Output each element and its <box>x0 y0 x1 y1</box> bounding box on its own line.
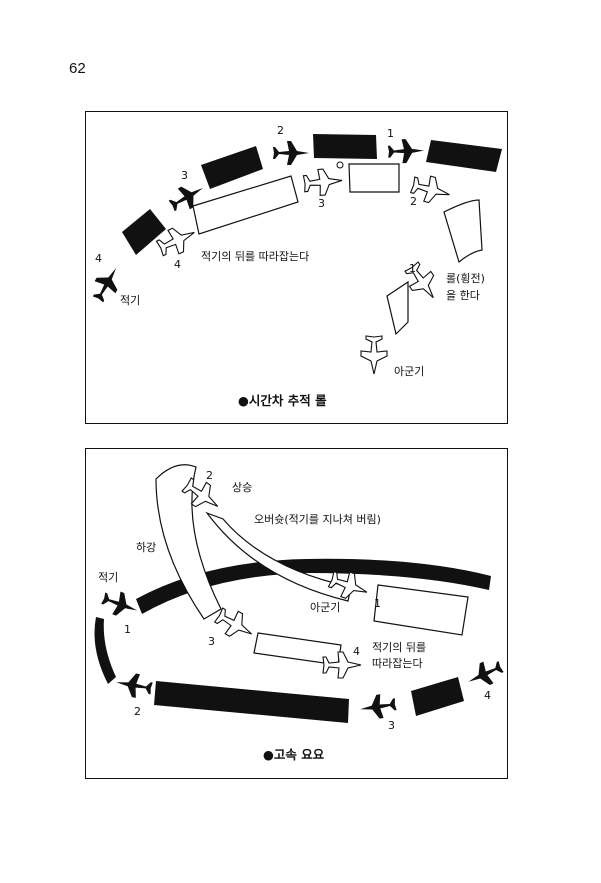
friendly-jet-icon <box>409 175 450 204</box>
friendly-track-segment <box>373 584 469 636</box>
figure-high-speed-yoyo: 1 2 3 4 1 2 3 4 상승 오버슛(적기를 지나쳐 버림) 하강 적기… <box>85 448 508 779</box>
figure1-caption: ●시간차 추적 롤 <box>238 393 327 408</box>
friendly-track-segment <box>192 175 299 235</box>
friendly-jet-icon <box>322 651 362 679</box>
label-follow: 적기의 뒤를 따라잡는다 <box>201 250 309 263</box>
friendly-number: 1 <box>374 597 381 610</box>
label-follow-line1: 적기의 뒤를 <box>372 641 426 654</box>
enemy-track-segment <box>136 558 491 614</box>
enemy-track-segment <box>426 140 502 172</box>
friendly-number: 2 <box>410 195 417 208</box>
enemy-jet-icon <box>116 673 153 698</box>
friendly-jet-icon <box>213 607 252 637</box>
figure-time-lag-pursuit-roll: 1 2 3 4 1 2 3 4 적기의 뒤를 따라잡는다 롤(횡전) 을 한다 … <box>85 111 508 424</box>
friendly-number: 1 <box>409 262 416 275</box>
label-friendly: 아군기 <box>394 365 424 378</box>
label-enemy: 적기 <box>120 294 140 307</box>
page-number: 62 <box>69 60 86 77</box>
enemy-number: 1 <box>124 623 131 636</box>
friendly-track-segment <box>205 511 352 602</box>
enemy-jet-icon <box>101 591 138 616</box>
friendly-number: 3 <box>208 635 215 648</box>
enemy-jet-icon <box>468 661 504 686</box>
enemy-track-segment <box>154 681 349 723</box>
label-roll-line2: 을 한다 <box>446 289 480 302</box>
enemy-number: 1 <box>387 127 394 140</box>
enemy-jet-icon <box>360 694 397 719</box>
friendly-number: 3 <box>318 197 325 210</box>
friendly-track-segment <box>348 163 400 193</box>
label-enemy: 적기 <box>98 571 118 584</box>
friendly-track-segment <box>443 199 483 264</box>
friendly-jet-icon <box>327 570 368 599</box>
enemy-number: 2 <box>277 124 284 137</box>
friendly-jet-icon <box>360 335 388 375</box>
enemy-number: 4 <box>484 689 491 702</box>
friendly-jet-icon <box>404 261 435 299</box>
enemy-track-segment <box>94 617 116 684</box>
enemy-number: 4 <box>95 252 102 265</box>
label-climb: 상승 <box>232 481 252 494</box>
figure2-caption: ●고속 요요 <box>263 747 325 762</box>
label-descend: 하강 <box>136 540 156 554</box>
enemy-jet-icon <box>387 139 424 164</box>
figure2-illustration: 1 2 3 4 1 2 3 4 상승 오버슛(적기를 지나쳐 버림) 하강 적기… <box>94 464 504 762</box>
friendly-number: 2 <box>206 469 213 482</box>
friendly-track-segment <box>155 464 222 620</box>
friendly-number: 4 <box>353 645 360 658</box>
friendly-track-segment <box>386 280 409 336</box>
enemy-track-segment <box>313 134 377 159</box>
enemy-jet-icon <box>168 186 203 212</box>
friendly-jet-icon <box>181 477 219 508</box>
enemy-track-segment <box>201 146 263 189</box>
enemy-track-segment <box>411 677 464 716</box>
label-follow-line2: 따라잡는다 <box>372 657 423 670</box>
friendly-jet-icon <box>155 227 195 257</box>
friendly-jet-icon <box>302 168 343 196</box>
enemy-number: 3 <box>388 719 395 732</box>
enemy-jet-icon <box>92 268 118 303</box>
label-friendly: 아군기 <box>310 601 340 614</box>
label-overshoot: 오버슛(적기를 지나쳐 버림) <box>254 513 381 526</box>
enemy-number: 2 <box>134 705 141 718</box>
enemy-track-segment <box>122 209 166 255</box>
label-roll-line1: 롤(횡전) <box>446 272 485 285</box>
friendly-number: 4 <box>174 258 181 271</box>
enemy-number: 3 <box>181 169 188 182</box>
figure1-illustration: 1 2 3 4 1 2 3 4 적기의 뒤를 따라잡는다 롤(횡전) 을 한다 … <box>92 124 502 408</box>
enemy-jet-icon <box>273 141 309 165</box>
small-marker <box>336 161 344 169</box>
